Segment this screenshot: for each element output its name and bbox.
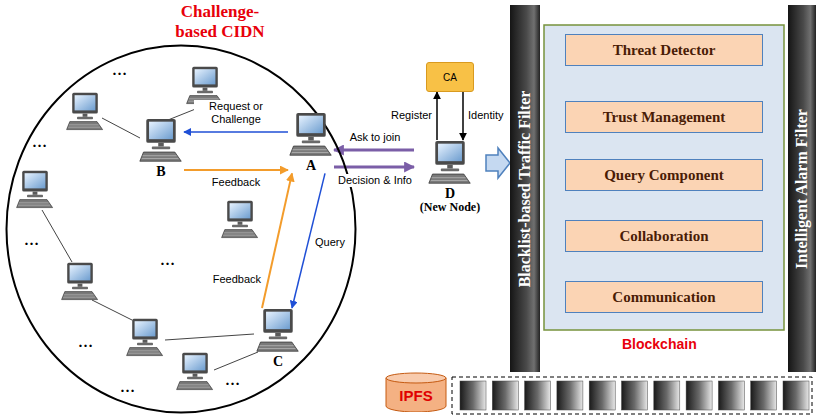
chain-blocks [460,381,809,410]
chain-block [783,381,809,410]
chain-block [460,381,486,410]
cylinder-top [386,373,446,383]
chain-block [622,381,648,410]
box-label: CA [443,72,457,83]
edge-label: Feedback [210,273,262,286]
connector [262,173,292,308]
computer-icon [427,140,473,186]
connector [334,149,414,152]
node-label: B [138,164,184,179]
authority-box: CA [426,62,474,92]
box-label: Collaboration [619,228,708,245]
chain-block [686,381,712,410]
chain-block [654,381,680,410]
node-label: (New Node) [414,201,486,214]
chain-block [718,381,744,410]
ellipsis-mark: … [112,62,127,79]
circle-border [7,46,356,413]
network-circle: Challenge-based CIDNBAC [5,44,357,414]
storage-label: IPFS [399,387,432,404]
edge-label: Register [386,109,433,122]
blockchain-panel [544,25,784,330]
edge-label: Ask to join [345,131,405,144]
vertical-label: Intelligent Alarm Filter [793,109,811,269]
computer-shape [257,309,298,351]
module-box: Query Component [565,159,763,191]
edge-label: Query [314,236,348,249]
computer-node: A [288,112,334,173]
box-label: Query Component [604,167,724,184]
connector [462,92,464,140]
connector [184,131,288,133]
chain-block [751,381,777,410]
circle-outline [5,44,357,414]
computer-shape [429,141,470,183]
storage-cylinder: IPFS [385,372,447,412]
network-links [42,106,258,370]
computer-icon [255,308,301,354]
ellipsis-mark: … [24,232,39,249]
node-label: C [255,354,301,369]
computer-shape [140,119,181,161]
connector [436,92,438,140]
vertical-label: Blacklist-based Traffic Filter [516,90,534,287]
computer-node: B [138,118,184,179]
edge-label: Identity [467,109,509,122]
box-label: Threat Detector [613,42,716,59]
node-label: A [288,158,334,173]
edge-label: Request or Challenge [194,100,278,126]
network-title: Challenge-based CIDN [162,2,278,41]
computer-icon [288,112,334,158]
filter-bar: Blacklist-based Traffic Filter [510,5,540,372]
box-label: Communication [612,289,715,306]
section-label: Blockchain [622,336,697,352]
edge-label: Feedback [208,176,264,189]
chain-block [525,381,551,410]
filter-bar: Intelligent Alarm Filter [788,5,816,372]
ellipsis-mark: … [225,372,240,389]
ellipsis-mark: … [120,379,135,396]
chain-block [492,381,518,410]
ellipsis-mark: … [32,134,47,151]
computer-icon [138,118,184,164]
chain-block [557,381,583,410]
module-box: Collaboration [565,220,763,252]
module-box: Communication [565,281,763,313]
block-arrow [486,148,510,178]
node-label: D [414,186,486,201]
connector [184,169,288,171]
module-box: Threat Detector [565,34,763,66]
edge-label: Decision & Info [335,174,415,187]
box-label: Trust Management [603,109,726,126]
ellipsis-mark: … [160,252,175,269]
computer-node: C [255,308,301,369]
chain-block [589,381,615,410]
computer-node: D(New Node) [414,140,486,215]
computer-shape [290,113,331,155]
chain-frame [452,377,812,414]
module-box: Trust Management [565,101,763,133]
ellipsis-mark: … [78,334,93,351]
